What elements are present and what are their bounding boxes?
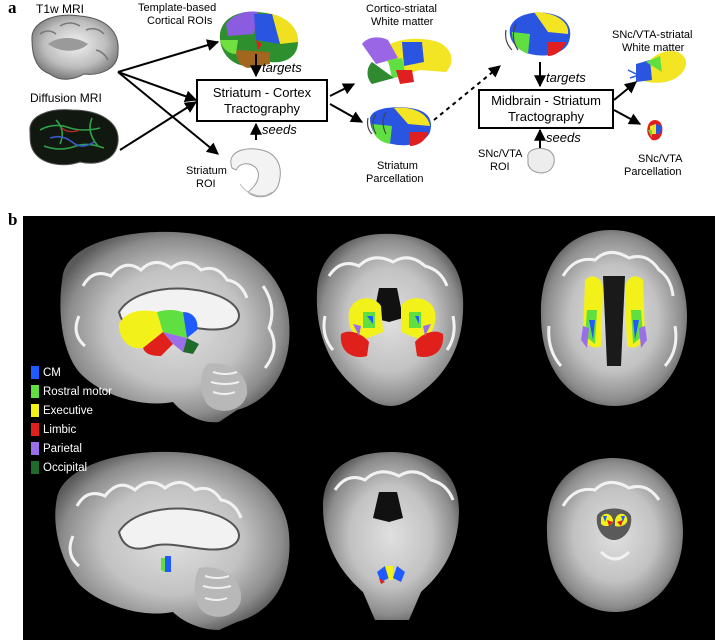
striatum-parcellation-label-1: Striatum bbox=[377, 160, 418, 172]
flow-arrows bbox=[117, 39, 642, 155]
box1-line1: Striatum - Cortex bbox=[212, 84, 312, 100]
seeds-label-2: seeds bbox=[546, 130, 581, 145]
sncvta-wm-label-1: SNc/VTA-striatal bbox=[612, 29, 693, 41]
panel-a-letter: a bbox=[8, 0, 17, 17]
legend-label-parietal: Parietal bbox=[43, 442, 82, 455]
seeds-label-1: seeds bbox=[262, 122, 297, 137]
legend-label-cm: CM bbox=[43, 366, 61, 379]
legend-swatch-limbic bbox=[31, 423, 39, 436]
legend-item-occipital: Occipital bbox=[31, 459, 112, 476]
diffusion-label: Diffusion MRI bbox=[30, 91, 102, 105]
striatum-roi-image bbox=[230, 148, 281, 198]
legend-label-limbic: Limbic bbox=[43, 423, 77, 436]
coronal-slice-top bbox=[316, 233, 464, 406]
diffusion-brain-image bbox=[29, 109, 119, 166]
striatum-roi-label-1: Striatum bbox=[186, 165, 227, 177]
sncvta-roi-label-1: SNc/VTA bbox=[478, 148, 523, 160]
legend-item-parietal: Parietal bbox=[31, 440, 112, 457]
midbrain-striatum-tractography-box: Midbrain - Striatum Tractography bbox=[478, 89, 614, 129]
legend-label-executive: Executive bbox=[43, 404, 93, 417]
cortical-rois-label-2: Cortical ROIs bbox=[147, 15, 213, 27]
striatum-roi-label-2: ROI bbox=[196, 178, 216, 190]
t1w-brain-image bbox=[31, 14, 119, 80]
sncvta-wm-label-2: White matter bbox=[622, 42, 685, 54]
legend-label-occipital: Occipital bbox=[43, 461, 88, 474]
box1-line2: Tractography bbox=[223, 100, 301, 116]
legend-item-cm: CM bbox=[31, 364, 112, 381]
axial-slice-top bbox=[540, 230, 687, 406]
box2-line1: Midbrain - Striatum bbox=[491, 93, 601, 108]
corticostriatal-label-2: White matter bbox=[371, 16, 434, 28]
legend-item-executive: Executive bbox=[31, 402, 112, 419]
sncvta-wm-image bbox=[627, 50, 687, 83]
coronal-slice-bottom bbox=[323, 452, 459, 620]
parcellation-legend: CM Rostral motor Executive Limbic Pariet… bbox=[31, 364, 112, 478]
striatum-cortex-tractography-box: Striatum - Cortex Tractography bbox=[196, 79, 328, 122]
legend-item-limbic: Limbic bbox=[31, 421, 112, 438]
sagittal-slice-bottom bbox=[55, 451, 290, 630]
cortical-rois-brain-image bbox=[219, 11, 298, 68]
t1w-label: T1w MRI bbox=[36, 2, 84, 16]
pipeline-diagram bbox=[29, 11, 687, 198]
legend-swatch-parietal bbox=[31, 442, 39, 455]
mri-slices-panel: CM Rostral motor Executive Limbic Pariet… bbox=[23, 216, 715, 640]
legend-label-rostral-motor: Rostral motor bbox=[43, 385, 113, 398]
targets-label-1: targets bbox=[262, 60, 302, 75]
box2-line2: Tractography bbox=[507, 109, 585, 124]
targets-label-2: targets bbox=[546, 70, 586, 85]
legend-swatch-executive bbox=[31, 404, 39, 417]
sncvta-roi-label-2: ROI bbox=[490, 161, 510, 173]
sncvta-parcellation-label-1: SNc/VTA bbox=[638, 153, 683, 165]
sncvta-parcellation-label-2: Parcellation bbox=[624, 166, 682, 178]
sncvta-parcellation-image bbox=[647, 120, 663, 141]
legend-swatch-occipital bbox=[31, 461, 39, 474]
corticostriatal-wm-image bbox=[362, 37, 452, 84]
sncvta-roi-image bbox=[527, 147, 555, 174]
midbrain-striatum-image bbox=[505, 12, 571, 56]
cortical-rois-label-1: Template-based bbox=[138, 2, 217, 14]
sagittal-slice-top bbox=[60, 231, 290, 423]
striatum-parcellation-label-2: Parcellation bbox=[366, 173, 424, 185]
axial-slice-bottom bbox=[546, 458, 683, 612]
legend-swatch-rostral-motor bbox=[31, 385, 39, 398]
striatum-parcellation-image bbox=[366, 107, 432, 146]
corticostriatal-label-1: Cortico-striatal bbox=[366, 3, 437, 15]
legend-item-rostral-motor: Rostral motor bbox=[31, 383, 112, 400]
panel-b-letter: b bbox=[8, 210, 18, 229]
legend-swatch-cm bbox=[31, 366, 39, 379]
